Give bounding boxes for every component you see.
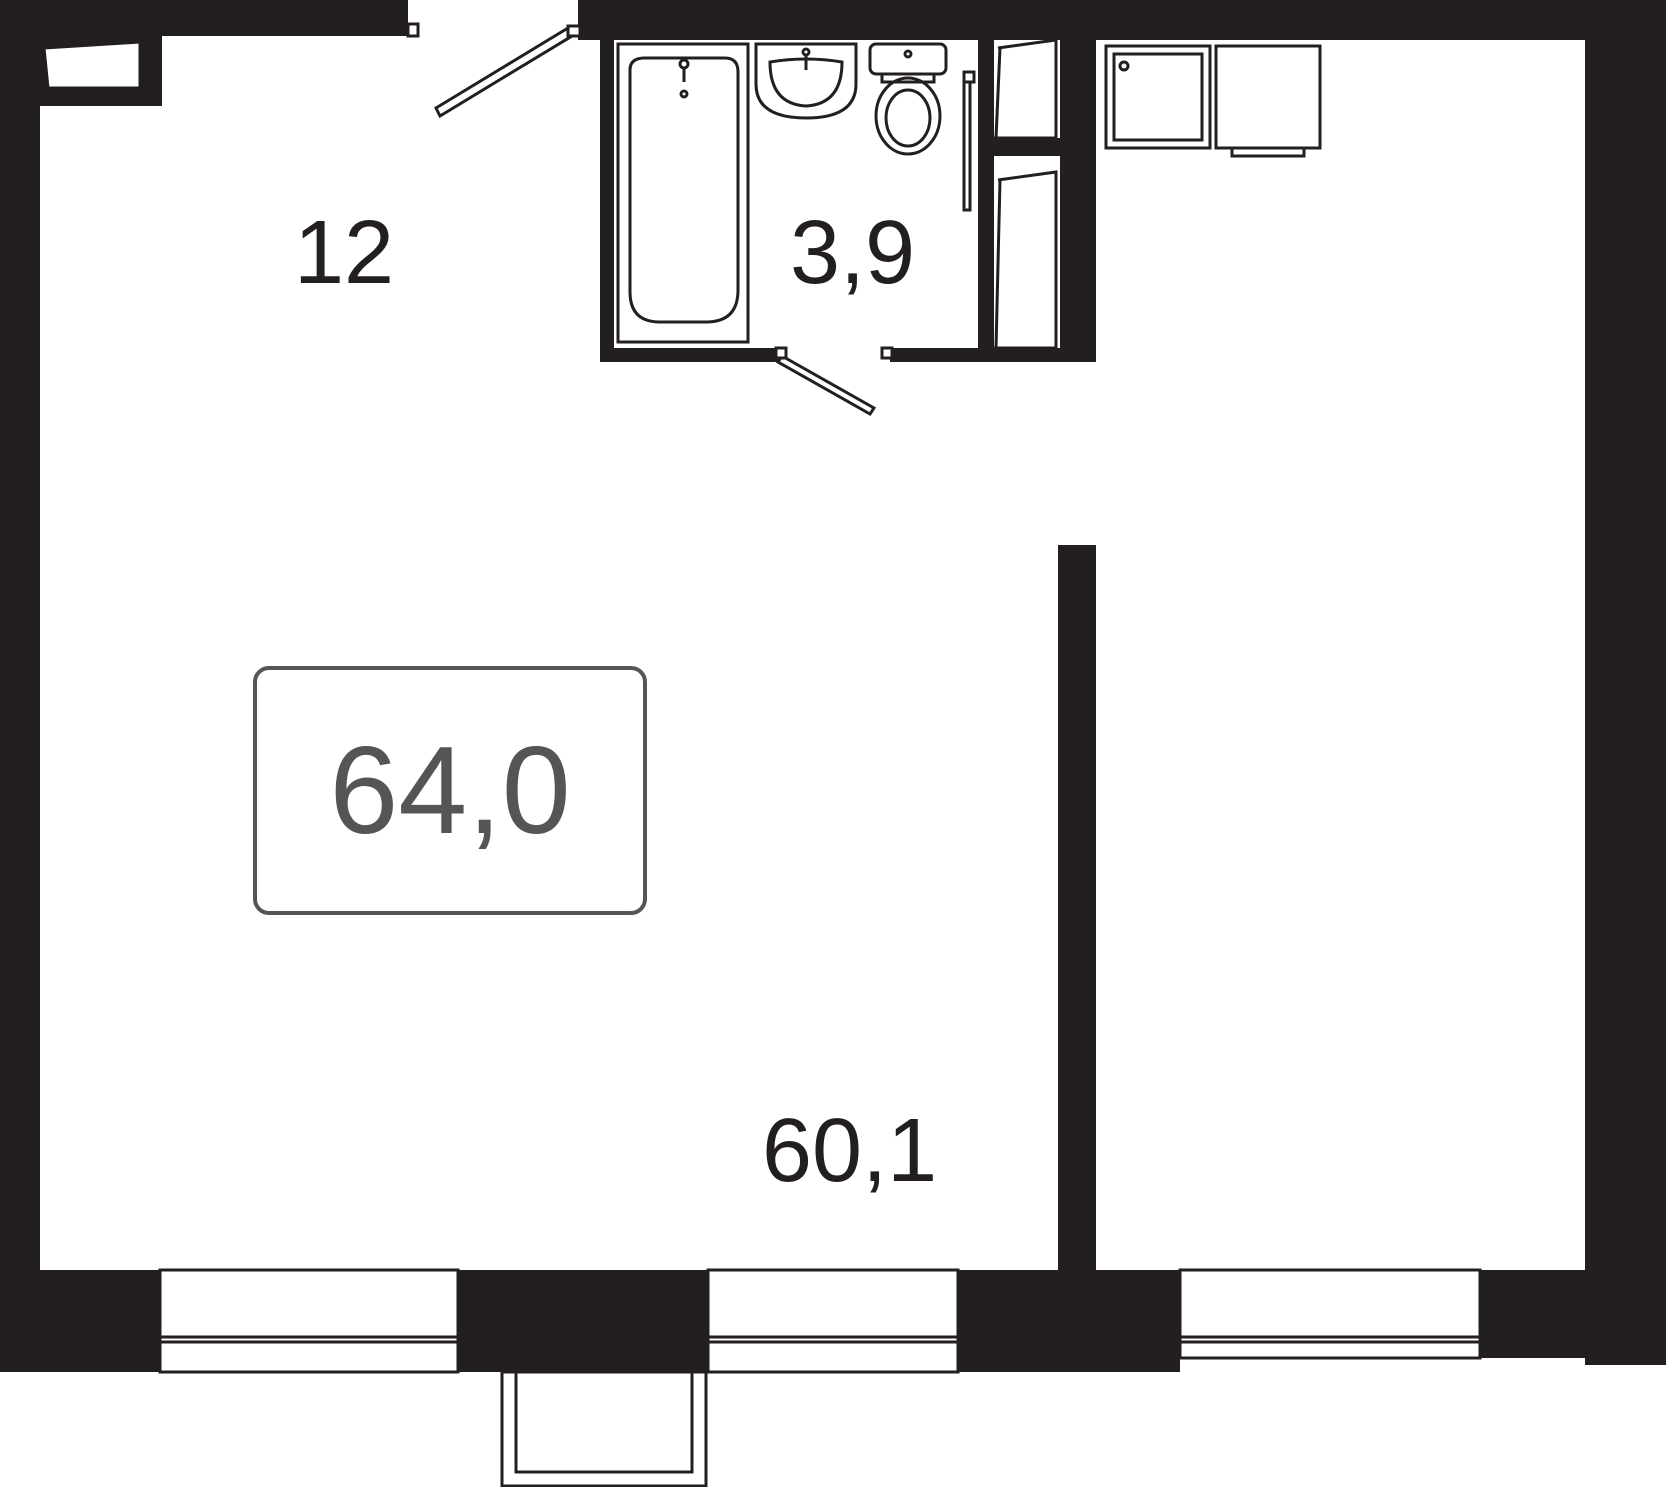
- wall-left: [0, 0, 40, 1372]
- room-area-bathroom: 3,9: [790, 203, 916, 303]
- walls: [0, 0, 1666, 1372]
- wall-bath-left: [600, 40, 614, 362]
- total-area-value: 64,0: [329, 721, 571, 860]
- wall-top-left: [0, 0, 408, 36]
- wall-bath-bottom-a: [600, 348, 780, 362]
- total-area-badge: 64,0: [253, 666, 647, 915]
- window-2: [706, 1268, 960, 1374]
- sink: [754, 42, 858, 120]
- bathroom-door: [774, 346, 894, 416]
- appliances: [1104, 44, 1322, 158]
- wall-shaft-shelf: [994, 138, 1060, 156]
- entrance-door: [406, 22, 582, 119]
- room-area-hall: 12: [294, 203, 395, 303]
- closet: [994, 38, 1058, 350]
- wall-bottom-4: [1480, 1270, 1666, 1358]
- wall-right: [1585, 0, 1666, 1365]
- wall-bath-right: [978, 40, 994, 362]
- windows: [158, 1268, 1482, 1374]
- bathtub: [616, 42, 750, 344]
- wall-bottom-2: [458, 1270, 708, 1372]
- wall-bottom-1: [0, 1270, 160, 1372]
- toilet: [868, 42, 948, 156]
- window-1: [158, 1268, 460, 1374]
- wall-partition: [1058, 545, 1096, 1270]
- room-area-living: 60,1: [762, 1101, 938, 1201]
- wall-shaft: [1060, 40, 1096, 362]
- wall-bottom-3: [958, 1270, 1180, 1372]
- towel-rail: [962, 70, 976, 212]
- niche-detail: [42, 40, 142, 90]
- window-3: [1178, 1268, 1482, 1360]
- wall-top-right: [578, 0, 1588, 40]
- balcony-door: [500, 1370, 708, 1487]
